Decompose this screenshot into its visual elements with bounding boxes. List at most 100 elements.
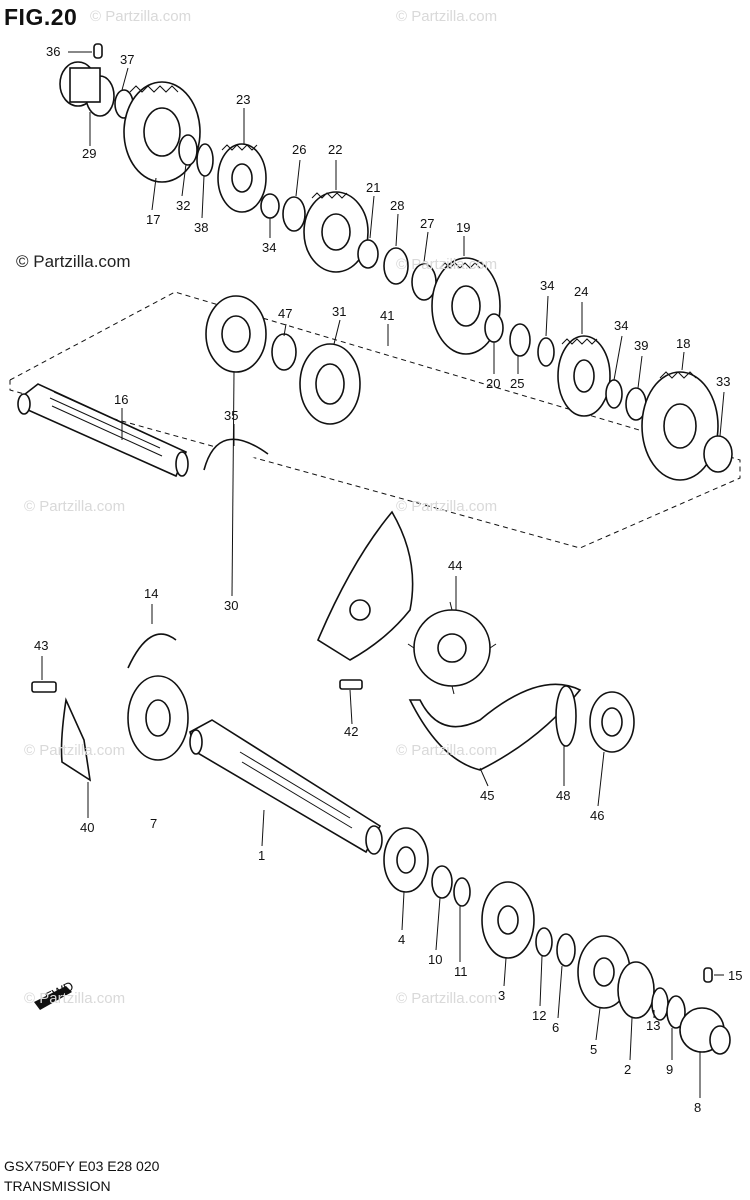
part-35-circlip <box>203 438 269 471</box>
callout: 39 <box>634 338 648 353</box>
callout: 25 <box>510 376 524 391</box>
part-1-driveshaft <box>189 719 383 855</box>
part-15-pin <box>703 967 713 983</box>
callout: 31 <box>332 304 346 319</box>
part-4-gear <box>383 827 429 893</box>
part-34-circlip-a <box>260 193 280 219</box>
callout: 22 <box>328 142 342 157</box>
part-19-gear <box>431 257 501 355</box>
callout: 17 <box>146 212 160 227</box>
callout: 43 <box>34 638 48 653</box>
callout: 24 <box>574 284 588 299</box>
part-16-countershaft <box>17 383 189 478</box>
section-name: TRANSMISSION <box>4 1178 111 1194</box>
callout: 23 <box>236 92 250 107</box>
part-48-washer <box>555 685 577 747</box>
part-34-circlip-b <box>537 337 555 367</box>
callout: 40 <box>80 820 94 835</box>
callout: 20 <box>486 376 500 391</box>
part-29-bushing <box>59 61 115 117</box>
callout: 2 <box>624 1062 631 1077</box>
callout: 26 <box>292 142 306 157</box>
callout: 18 <box>676 336 690 351</box>
part-10-bushing <box>431 865 453 899</box>
part-45-drive-chain <box>408 683 582 771</box>
part-6-washer <box>556 933 576 967</box>
part-32-washer <box>178 134 198 166</box>
callout: 38 <box>194 220 208 235</box>
part-17-gear <box>123 81 201 183</box>
callout: 47 <box>278 306 292 321</box>
callout: 36 <box>46 44 60 59</box>
callout: 32 <box>176 198 190 213</box>
part-12-washer <box>535 927 553 957</box>
callout: 6 <box>552 1020 559 1035</box>
part-14-circlip <box>127 633 177 669</box>
callout: 4 <box>398 932 405 947</box>
callout: 48 <box>556 788 570 803</box>
part-42-bolt <box>339 679 363 690</box>
part-22-gear <box>303 191 369 273</box>
callout: 33 <box>716 374 730 389</box>
part-7-bearing <box>127 675 189 761</box>
callout: 3 <box>498 988 505 1003</box>
watermark: © Partzilla.com <box>24 990 126 1007</box>
part-34-circlip-c <box>605 379 623 409</box>
callout: 28 <box>390 198 404 213</box>
watermark: © Partzilla.com <box>24 742 126 759</box>
watermark: © Partzilla.com <box>90 8 192 25</box>
part-8-bushing <box>679 1007 731 1055</box>
part-28-washer <box>383 247 409 285</box>
callout: 16 <box>114 392 128 407</box>
part-25-washer <box>509 323 531 357</box>
copyright-notice: © Partzilla.com <box>16 252 131 271</box>
part-36-pin <box>93 43 103 59</box>
callout: 29 <box>82 146 96 161</box>
part-43-bolt <box>31 681 57 693</box>
part-20-bushing <box>484 313 504 343</box>
callout: 45 <box>480 788 494 803</box>
callout-numbers: 36 37 29 17 32 38 23 34 26 22 21 28 27 1… <box>34 44 742 1115</box>
part-47-bushing <box>271 333 297 371</box>
callout: 44 <box>448 558 462 573</box>
part-2-gear <box>617 961 655 1019</box>
callout: 27 <box>420 216 434 231</box>
callout: 1 <box>258 848 265 863</box>
part-21-bushing <box>357 239 379 269</box>
group-boundary <box>9 291 741 549</box>
callout: 15 <box>728 968 742 983</box>
callout: 19 <box>456 220 470 235</box>
callout: 30 <box>224 598 238 613</box>
callout: 13 <box>646 1018 660 1033</box>
callout: 46 <box>590 808 604 823</box>
part-26-washer <box>282 196 306 232</box>
callout: 10 <box>428 952 442 967</box>
part-38-washer <box>196 143 214 177</box>
part-23-gear <box>217 143 267 213</box>
figure-title: FIG.20 <box>4 4 78 30</box>
callout: 9 <box>666 1062 673 1077</box>
callout: 34 <box>262 240 276 255</box>
part-31-oil-seal <box>299 343 361 425</box>
watermark: © Partzilla.com <box>396 990 498 1007</box>
callout: 7 <box>150 816 157 831</box>
model-code: GSX750FY E03 E28 020 <box>4 1158 160 1174</box>
callout: 11 <box>454 964 468 979</box>
callout: 5 <box>590 1042 597 1057</box>
callout: 34 <box>614 318 628 333</box>
part-24-gear <box>557 335 611 417</box>
watermark: © Partzilla.com <box>396 256 498 273</box>
callout: 35 <box>224 408 238 423</box>
watermark: © Partzilla.com <box>396 498 498 515</box>
part-33-bushing <box>703 435 733 473</box>
callout: 42 <box>344 724 358 739</box>
callout: 12 <box>532 1008 546 1023</box>
callout: 8 <box>694 1100 701 1115</box>
callout: 21 <box>366 180 380 195</box>
part-9-washer <box>666 995 686 1029</box>
callout: 41 <box>380 308 394 323</box>
part-30-bearing <box>205 295 267 373</box>
part-41-plate <box>316 510 414 661</box>
part-46-nut <box>589 691 635 753</box>
callout: 14 <box>144 586 158 601</box>
